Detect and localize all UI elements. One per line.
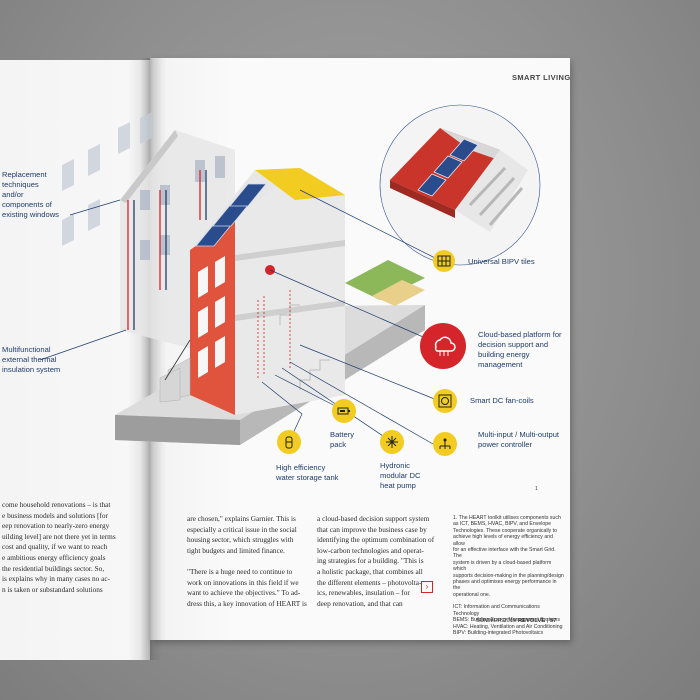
brick-facade [190,218,235,415]
footnote-marker: 1 [535,486,538,492]
bipv-tiles-icon [433,250,455,272]
heat-pump-icon [380,430,404,454]
cloud-icon [420,323,466,369]
garden-sand [372,280,425,306]
callout-battery: Battery pack [330,430,355,449]
facade-windows [198,256,225,378]
callout-cloud: Cloud-based platform for decision suppor… [478,330,562,369]
ghost-roof-edge [120,130,178,203]
fan-coil-icon [433,389,457,413]
callout-controller: Multi-input / Multi-output power control… [478,430,560,449]
footer-page-number: 57 [549,618,557,624]
left-page [0,60,150,660]
bipv-detail [390,128,528,232]
pipes [127,170,207,330]
callout-tank: High efficiency water storage tank [276,463,339,482]
continue-arrow-icon[interactable]: › [421,581,433,593]
callout-heatpump: Hydronic modular DC heat pump [380,461,421,490]
footer-season: SUMMER 2019 [476,618,517,624]
label-insulation: Multifunctional external thermal insulat… [2,345,61,374]
section-header: SMART LIVING [512,73,571,82]
garden-strip [345,260,425,300]
left-page-text: come household renovations – is that e b… [2,500,116,594]
callout-fancoils: Smart DC fan-coils [470,396,534,405]
column-2-text: a cloud-based decision support system th… [317,514,435,608]
footer-magazine: REVOLVE [517,618,546,624]
power-controller-icon [433,432,457,456]
footnote-block: 1. The HEART toolkit utilises components… [453,515,564,636]
roof-yellow [255,168,345,200]
column-1-text: are chosen," explains Garnier. This is e… [187,514,307,608]
floating-windows [62,112,152,246]
callout-bipv: Universal BIPV tiles [468,257,535,266]
page-footer: SUMMER 2019 REVOLVE | 57 [476,618,557,624]
ground-slab-front [115,415,240,445]
solar-panels [195,183,267,247]
water-tank-icon [277,430,301,454]
front-steps [159,357,191,403]
battery-icon [332,399,356,423]
label-windows: Replacement techniques and/or components… [2,170,59,219]
